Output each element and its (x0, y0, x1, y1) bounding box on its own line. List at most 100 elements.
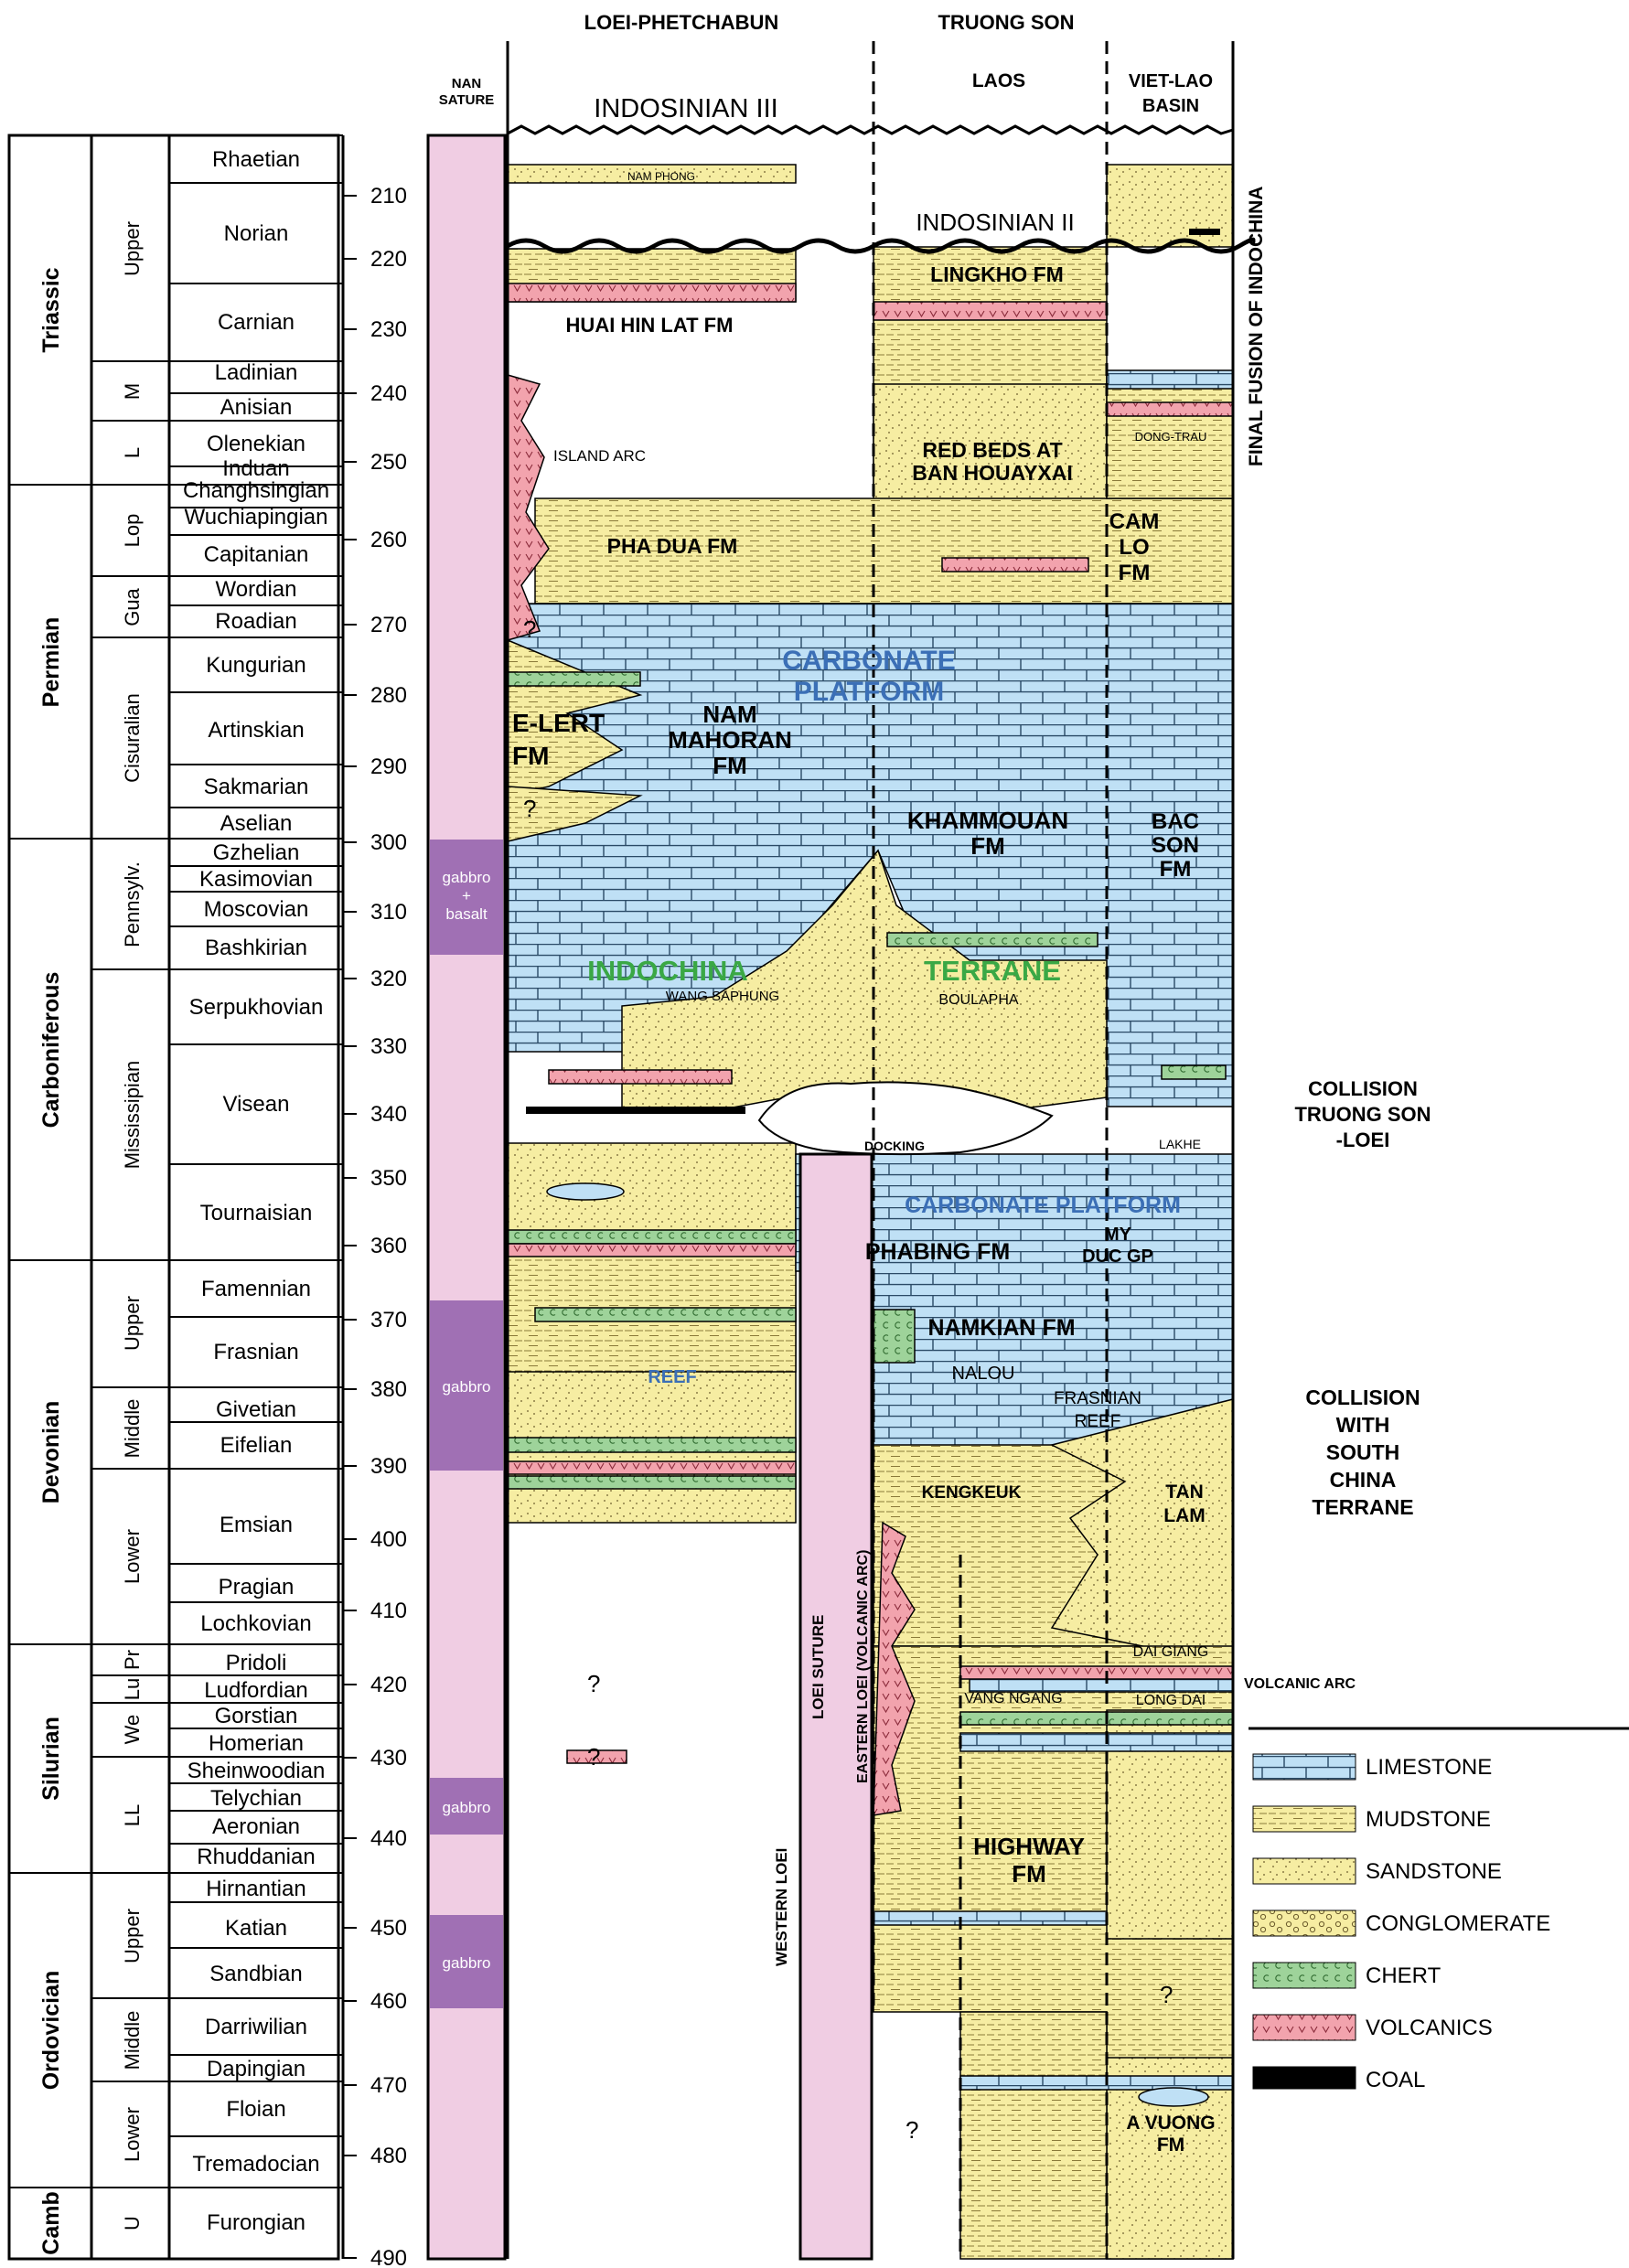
lens (1138, 2087, 1209, 2107)
system-label: Camb (38, 2191, 64, 2254)
indosinian-3-label: INDOSINIAN III (594, 94, 777, 123)
lithology-body (873, 1910, 1108, 1926)
stage-label: Gorstian (215, 1704, 298, 1728)
lithology-body (959, 2075, 1234, 2091)
stage-label: Visean (223, 1092, 290, 1117)
indochina-label: INDOCHINA (587, 955, 748, 987)
khammouan-1: KHAMMOUAN (907, 807, 1068, 834)
stage-label: Changhsingian (183, 478, 329, 503)
e-lert-label-2: FM (512, 742, 549, 770)
legend-swatch-conglomerate (1252, 1910, 1356, 1937)
nam-phong-label: NAM PHONG (627, 170, 695, 183)
age-label: 360 (370, 1234, 407, 1258)
wang-saphung-label: WANG SAPHUNG (666, 989, 779, 1004)
stage-label: Furongian (207, 2210, 305, 2235)
stage-label: Olenekian (207, 432, 305, 456)
stage-label: Sakmarian (204, 775, 309, 799)
kengkeuk-label: KENGKEUK (922, 1483, 1022, 1503)
series-label: Middle (121, 1399, 144, 1459)
column-frame (506, 41, 1629, 2259)
age-label: 410 (370, 1599, 407, 1623)
series-label: We (121, 1715, 144, 1745)
series-label: U (121, 2216, 144, 2231)
system-label: Permian (38, 617, 64, 708)
frasnian-reef-1: FRASNIAN (1054, 1389, 1141, 1408)
stage-label: Emsian (220, 1513, 293, 1537)
coal-bar (526, 1107, 745, 1114)
stage-label: Sandbian (209, 1962, 302, 1986)
stage-label: Sheinwoodian (188, 1759, 326, 1783)
huai-hin-lat-label: HUAI HIN LAT FM (566, 314, 734, 337)
phabing-label: PHABING FM (865, 1239, 1010, 1265)
docking-outline (757, 1081, 1054, 1156)
system-label: Carboniferous (38, 972, 64, 1129)
legend-label-limestone: LIMESTONE (1366, 1755, 1492, 1780)
event-labels: INDOSINIAN III INDOSINIAN II FINAL FUSIO… (594, 94, 1431, 1692)
stage-label: Gzhelian (213, 840, 300, 865)
legend-label-coal: COAL (1366, 2068, 1425, 2092)
indosinian-2-label: INDOSINIAN II (916, 209, 1074, 236)
age-label: 300 (370, 830, 407, 855)
legend-swatch-volcanics (1252, 2014, 1356, 2041)
lithology-body (548, 1069, 733, 1085)
unit-labels: NAM PHONG HUAI HIN LAT FM ISLAND ARC PHA… (512, 170, 1216, 2156)
series-label: Cisuralian (121, 693, 144, 783)
lithology-body (941, 557, 1089, 572)
age-label: 430 (370, 1746, 407, 1771)
series-label: Upper (121, 1909, 144, 1963)
legend-swatch-limestone (1252, 1753, 1356, 1781)
cam-lo-2: LO (1119, 535, 1149, 560)
lithology-body (507, 1243, 797, 1257)
lithology-body (507, 1460, 797, 1475)
lithology-body (959, 1665, 1234, 1680)
header-laos: LAOS (972, 70, 1025, 91)
series-label: Pennsylv. (121, 861, 144, 947)
volcanic-arc-label: VOLCANIC ARC (1244, 1676, 1356, 1692)
lithology-body (507, 374, 550, 641)
stage-label: Wordian (216, 577, 297, 602)
age-label: 450 (370, 1916, 407, 1941)
collision-ts-3: -LOEI (1336, 1129, 1390, 1151)
age-label: 280 (370, 683, 407, 708)
highway-1: HIGHWAY (973, 1833, 1085, 1860)
collision-sc-1: COLLISION (1305, 1385, 1420, 1409)
a-vuong-2: FM (1157, 2134, 1184, 2156)
stage-label: Dapingian (207, 2057, 305, 2081)
cam-lo-3: FM (1119, 561, 1151, 585)
legend-swatch-coal (1252, 2066, 1356, 2090)
series-label: L (121, 447, 144, 458)
system-label: Ordovician (38, 1971, 64, 2091)
collision-sc-3: SOUTH (1326, 1440, 1400, 1464)
stage-label: Ladinian (215, 360, 298, 385)
lithology-body (959, 1711, 1234, 1726)
question-mark: ? (523, 615, 536, 643)
pha-dua-label: PHA DUA FM (607, 534, 738, 558)
age-label: 230 (370, 317, 407, 342)
namkian-label: NAMKIAN FM (927, 1315, 1075, 1341)
question-mark: ? (587, 1670, 600, 1697)
header-basin: BASIN (1142, 96, 1199, 116)
stage-label: Givetian (216, 1397, 296, 1422)
docking-label: DOCKING (864, 1139, 925, 1153)
stage-label: Floian (226, 2097, 285, 2122)
stage-label: Aselian (220, 811, 293, 836)
column-headers: LOEI-PHETCHABUN TRUONG SON LAOS VIET-LAO… (584, 11, 1213, 116)
lithology-body (959, 2011, 1108, 2260)
question-marks: ? ? ? ? ? ? (523, 615, 1173, 2144)
stage-label: Hirnantian (206, 1877, 305, 1901)
western-loei-label: WESTERN LOEI (773, 1848, 790, 1966)
stage-label: Anisian (220, 395, 293, 420)
tan-lam-1: TAN (1165, 1482, 1204, 1503)
stage-label: Roadian (215, 609, 296, 634)
chart-base (507, 164, 1234, 2261)
unconformities (507, 124, 1256, 254)
age-label: 490 (370, 2246, 407, 2268)
legend-label-volcanics: VOLCANICS (1366, 2016, 1493, 2040)
legend-swatch-mudstone (1252, 1805, 1356, 1833)
age-label: 220 (370, 247, 407, 272)
question-mark: ? (906, 2116, 918, 2144)
carbonate-platform-lower: CARBONATE PLATFORM (905, 1193, 1181, 1218)
lithology-body (1106, 369, 1234, 390)
lithology-body (886, 932, 1099, 947)
lakhe-label: LAKHE (1159, 1137, 1201, 1151)
